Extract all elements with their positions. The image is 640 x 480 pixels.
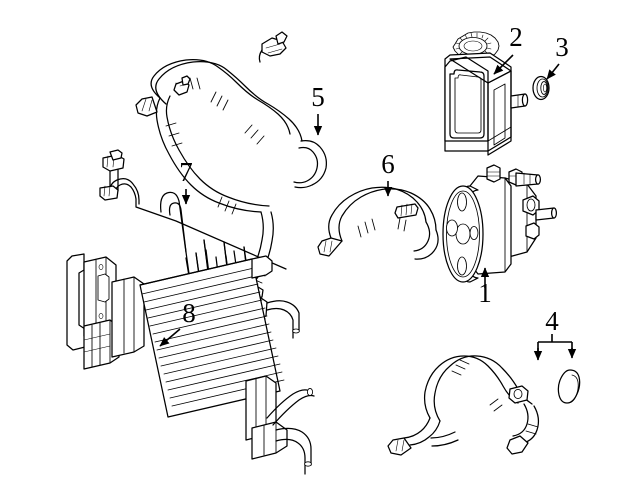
callout-number-2: 2: [509, 22, 523, 52]
hose-banjo-end-top: [258, 31, 288, 63]
hose4-eyelet-bracket: [508, 385, 529, 404]
part-reservoir: [444, 31, 529, 156]
part-suction-supply-hose: [317, 186, 439, 260]
leader-8: [159, 328, 181, 347]
hose4-end-fitting-right: [506, 435, 529, 455]
callout-number-3: 3: [555, 32, 569, 62]
callout-number-6: 6: [381, 149, 395, 179]
callout-leaders: [159, 54, 577, 361]
part-oil-cooler: [66, 253, 315, 475]
cooler-right-outlet: [245, 375, 315, 475]
hose-bracket-clip: [173, 75, 191, 96]
hose4-end-fitting-left: [387, 437, 412, 456]
pump-pulley: [442, 185, 484, 283]
part-power-steering-pump: [442, 164, 558, 283]
leader-4: [533, 334, 577, 361]
part-pressure-hose-lower: [387, 355, 540, 456]
hose-clamp-bracket: [394, 203, 419, 219]
cooler-left-bracket: [66, 253, 120, 370]
leader-2: [493, 54, 514, 75]
leader-3: [546, 63, 560, 80]
callout-number-8: 8: [182, 298, 196, 328]
pump-top-fittings: [486, 164, 542, 187]
tube-bracket-left-mid: [99, 185, 119, 201]
callout-number-7: 7: [179, 157, 193, 187]
callout-number-4: 4: [545, 306, 559, 336]
callout-number-1: 1: [478, 278, 492, 308]
part-reservoir-o-ring: [532, 75, 550, 101]
tube-bracket-left-top: [102, 149, 125, 172]
callout-number-5: 5: [311, 82, 325, 112]
hose-end-fitting-left: [135, 96, 158, 117]
part-hose4-seal: [557, 369, 581, 404]
